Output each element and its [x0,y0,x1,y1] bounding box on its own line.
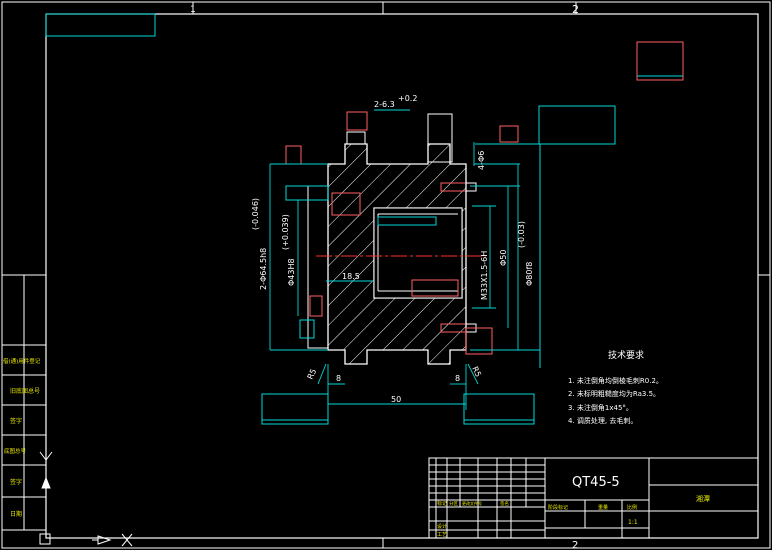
dim-length-8-right: 8 [455,374,460,383]
col-doc: 更改文件号 [462,500,482,506]
col-weight: 重量 [598,504,608,511]
dim-length-18: 18.5 [342,272,360,281]
ucs-axis-icon [39,451,53,545]
dim-groove-callout: 2-6.3 [374,100,395,109]
dim-length-50: 50 [391,395,401,404]
part-section-view[interactable] [285,111,493,365]
dim-diam-50: Φ50 [499,250,508,266]
side-table-cell-4: 签字 [10,478,22,486]
tech-req-item-4: 4. 调质处理, 去毛刺。 [568,416,637,425]
col-scale: 比例 [627,504,637,511]
dim-holes: 4-Φ6 [477,151,486,170]
dim-bore-outer-tol: (-0.046) [251,198,260,230]
dim-radius-left: R5 [306,367,319,380]
side-table-cell-2: 签字 [10,417,22,425]
dim-thread: M33X1.5-6H [480,251,489,300]
title-block: QT45-5 湘潭 1:1 标记 设计 工艺 阶段标记 重量 比例 分区 更改文… [428,457,759,539]
dim-diam-80: Φ80f8 [525,262,534,286]
side-table-cell-5: 日期 [10,510,22,518]
corner-mark-box [636,41,684,81]
leader-box-right [538,105,616,145]
zone-label-top-1: 1 [190,5,196,15]
side-table-cell-0: 借(通)用件登记 [3,357,41,365]
scale-label: 1:1 [628,519,638,526]
dim-bore-inner-tol: (+0.039) [281,214,290,250]
company-label: 湘潭 [696,494,710,503]
row-process: 工艺 [437,532,447,538]
dim-bore-inner: Φ43H8 [287,258,296,286]
dim-groove-sup: +0.2 [398,94,417,103]
drawing-frame [45,13,759,539]
dim-length-8-left: 8 [336,374,341,383]
close-icon[interactable] [121,533,133,547]
row-design: 设计 [437,523,447,530]
play-icon[interactable] [92,535,112,545]
zone-label-top-2: 2 [572,3,579,16]
leader-box-bottom-right [463,393,535,425]
material-label: QT45-5 [572,475,620,490]
zone-label-bottom-2: 2 [572,540,578,550]
side-table-cell-3: 底图总号 [4,447,27,455]
col-sign: 签名 [500,500,509,507]
dimensions [269,109,540,410]
tech-req-item-1: 1. 未注倒角均倒棱毛刺R0.2。 [568,376,663,385]
side-table-cell-1: 旧底图总号 [10,387,40,395]
col-zone: 分区 [449,500,458,507]
side-table: 借(通)用件登记 旧底图总号 签字 底图总号 签字 日期 [1,275,47,531]
leader-box-bottom-left [261,393,329,425]
row-mark: 标记 [437,500,447,507]
dim-bore-outer: 2-Φ64.5h8 [259,248,268,290]
dim-diam-80-tol: (-0.03) [517,221,526,248]
tech-req-item-3: 3. 未注倒角1x45°。 [568,403,633,412]
doc-number-box [45,13,156,37]
tech-req-title: 技术要求 [608,349,644,361]
dim-radius-right: R5 [470,365,483,378]
tech-req-item-2: 2. 未标明粗糙度均为Ra3.5。 [568,389,660,398]
col-stage: 阶段标记 [548,504,568,511]
